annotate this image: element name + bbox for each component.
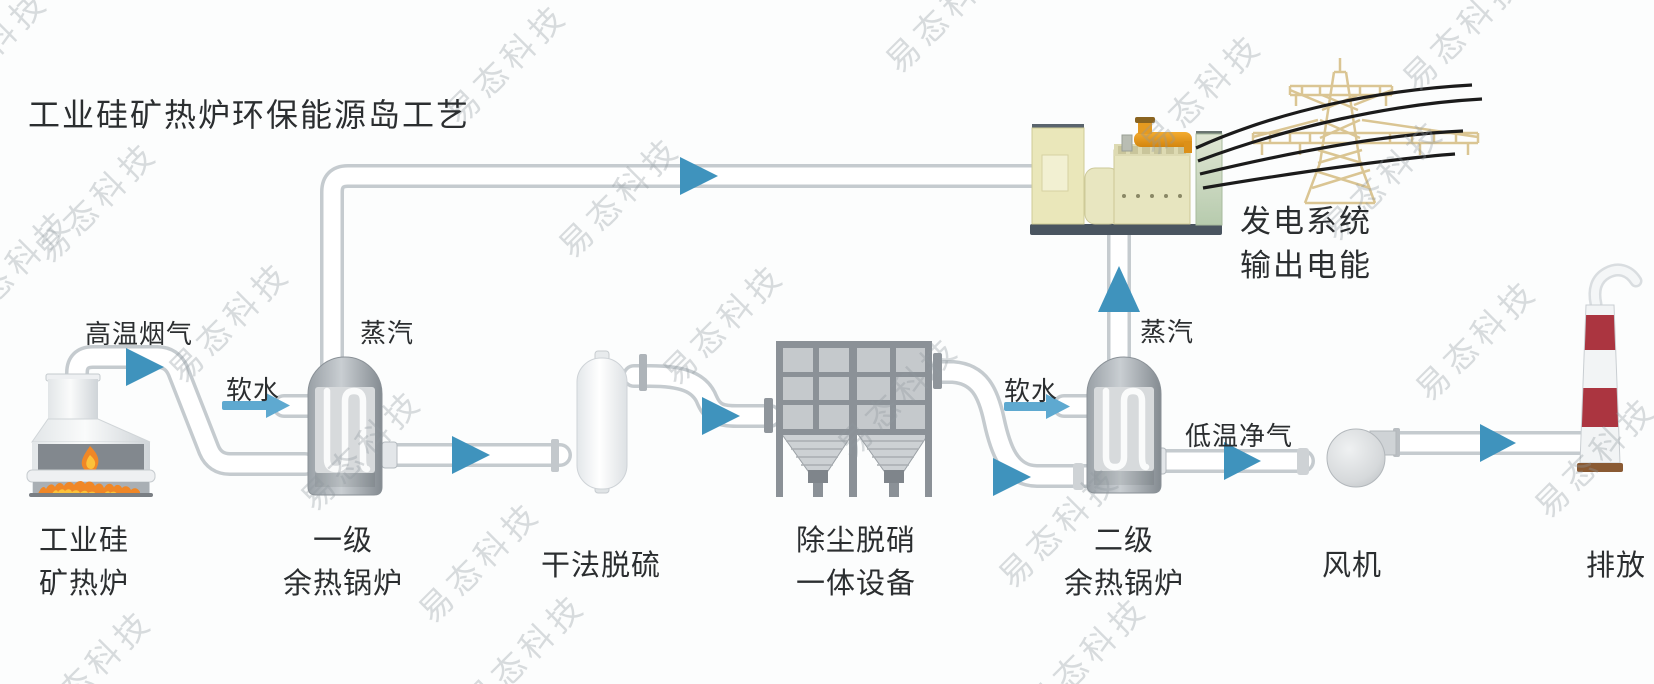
diagram-title: 工业硅矿热炉环保能源岛工艺: [28, 97, 471, 133]
equipment-label-line: 矿热炉: [38, 568, 130, 600]
chimney-icon: [1577, 263, 1643, 472]
baghouse-icon: [776, 341, 932, 497]
label-fan: 风机: [1322, 545, 1382, 588]
label-soft-water-1: 软水: [226, 375, 281, 405]
flow-arrow-boiler1-out: [452, 436, 490, 474]
label-boiler2: 二级 余热锅炉: [1064, 520, 1184, 606]
generator-label-line2: 输出电能: [1240, 248, 1372, 283]
label-dedusting: 除尘脱硝 一体设备: [796, 520, 916, 606]
label-high-temp-flue-gas: 高温烟气: [85, 319, 194, 349]
equipment-label-line: 干法脱硫: [540, 550, 662, 582]
label-steam-2: 蒸汽: [1140, 317, 1195, 347]
equipment-label-line: 风机: [1321, 550, 1383, 582]
generator-icon: [1030, 117, 1223, 235]
label-boiler1: 一级 余热锅炉: [283, 520, 403, 606]
label-generator-system: 发电系统 输出电能: [1240, 200, 1372, 288]
label-low-temp-clean-gas: 低温净气: [1185, 421, 1294, 451]
flow-arrow-to-chimney: [1480, 424, 1516, 462]
generator-label-line1: 发电系统: [1240, 204, 1372, 239]
flow-arrow-top-steam: [680, 157, 718, 195]
label-emission: 排放: [1586, 545, 1646, 588]
equipment-label-line: 余热锅炉: [282, 568, 404, 600]
equipment-label-line: 二级: [1093, 525, 1155, 557]
equipment-label-line: 排放: [1585, 550, 1647, 582]
furnace-icon: [26, 373, 156, 497]
flow-arrow-baghouse-out: [993, 458, 1031, 496]
equipment-label-line: 余热锅炉: [1063, 568, 1185, 600]
desulfurization-vessel-icon: [576, 350, 628, 494]
equipment-label-line: 除尘脱硝: [795, 525, 917, 557]
label-soft-water-2: 软水: [1004, 376, 1059, 406]
waste-heat-boiler1-icon: [307, 356, 383, 496]
flow-arrows: [126, 157, 1516, 496]
label-furnace: 工业硅 矿热炉: [39, 520, 129, 606]
fan-icon: [1326, 428, 1397, 488]
flow-arrow-steam-up: [1098, 266, 1140, 312]
soft-water-arrows: [222, 393, 1070, 419]
flow-arrow-desulf-out: [702, 397, 740, 435]
flow-arrow-flue-gas: [126, 348, 164, 386]
flow-arrow-clean-gas: [1224, 442, 1261, 480]
equipment-label-line: 工业硅: [38, 525, 130, 557]
equipment-label-line: 一体设备: [795, 568, 917, 600]
power-cables: [1195, 83, 1483, 190]
label-steam-1: 蒸汽: [360, 318, 415, 348]
waste-heat-boiler2-icon: [1086, 356, 1162, 494]
equipment-label-line: 一级: [312, 525, 374, 557]
label-desulfurization: 干法脱硫: [541, 545, 661, 588]
